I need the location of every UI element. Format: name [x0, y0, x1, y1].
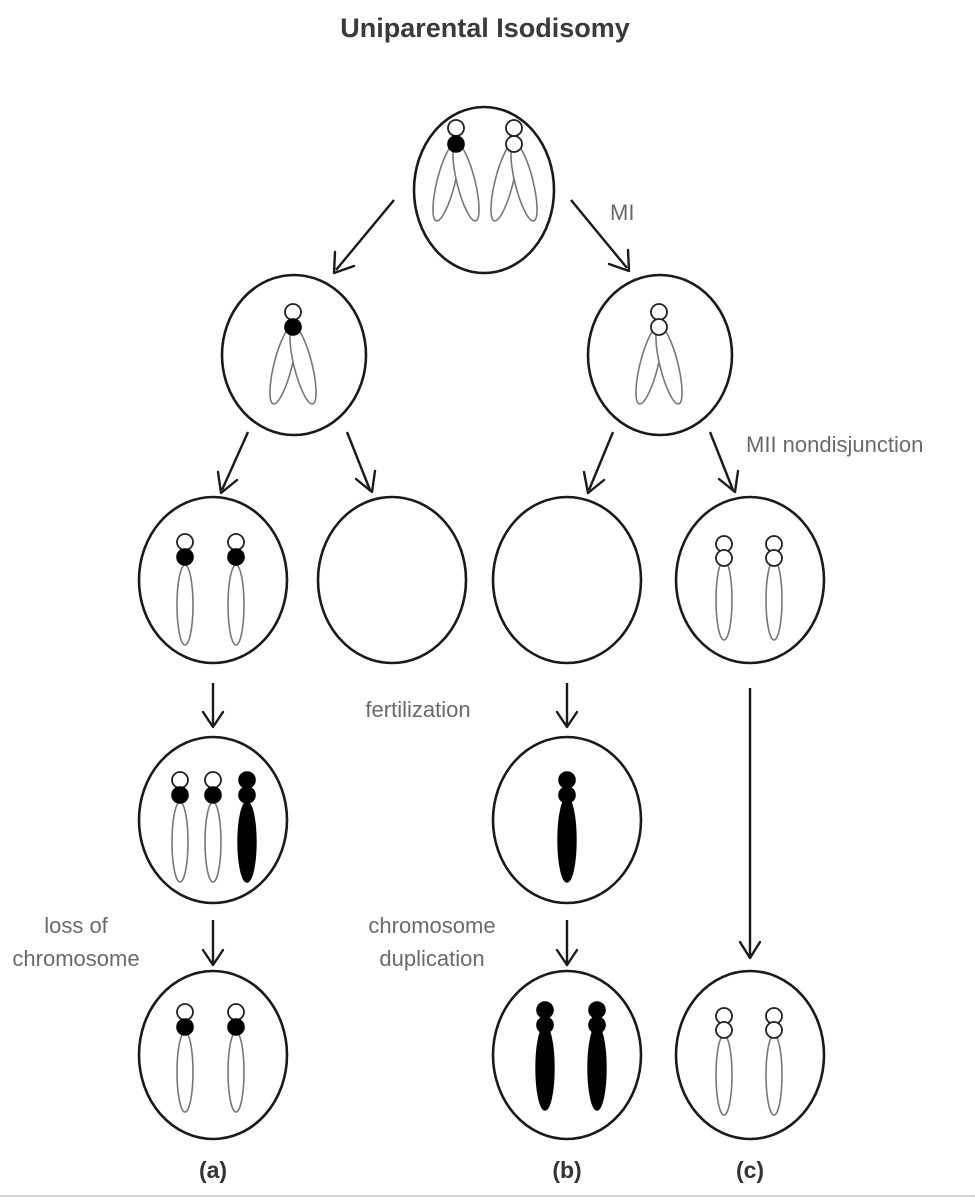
arrows: [201, 199, 762, 967]
centromere-open: [227, 1003, 245, 1021]
gamete-cell-nullisomic-a: [316, 495, 468, 665]
label-mii-nondisjunction: MII nondisjunction: [746, 432, 923, 457]
arrow-chromosome-duplication: [555, 920, 579, 967]
centromere-open: [715, 549, 733, 567]
centromere-open: [176, 1003, 194, 1021]
arrow-loss-of-chromosome: [201, 920, 225, 967]
paternal-chromosome: [237, 801, 257, 883]
cell-outline: [137, 495, 289, 665]
centromere-filled: [588, 1016, 606, 1034]
centromere-filled: [447, 135, 465, 153]
label-chromosome-duplication-line1: chromosome: [368, 913, 495, 938]
centromere-open: [650, 318, 668, 336]
diagram-title: Uniparental Isodisomy: [340, 13, 630, 43]
paternal-chromosome: [587, 1025, 607, 1111]
centromere-filled: [558, 786, 576, 804]
centromere-filled: [536, 1001, 554, 1019]
arrow-fertilization-b: [555, 683, 579, 729]
paternal-chromosome: [535, 1025, 555, 1111]
arrow-mii-left-2: [345, 431, 377, 494]
outcome-cell-b: [491, 969, 643, 1141]
centromere-open: [650, 303, 668, 321]
label-chromosome-duplication-line2: duplication: [379, 946, 484, 971]
cell-outline: [137, 969, 289, 1141]
arrow-mii-right-2: [708, 431, 740, 494]
centromere-filled: [558, 771, 576, 789]
bivalent-chromosome-right: [490, 119, 538, 222]
centromere-filled: [238, 771, 256, 789]
cell-outline: [674, 495, 826, 665]
mi-daughter-cell-right: [586, 273, 734, 437]
paternal-chromosome: [557, 797, 577, 883]
trisomic-zygote-a: [137, 735, 289, 905]
arrow-mi-left: [332, 199, 395, 275]
centromere-filled: [284, 318, 302, 336]
arrow-mii-right-1: [582, 431, 615, 495]
centromere-filled: [176, 1018, 194, 1036]
cell-outline: [491, 495, 643, 665]
centromere-open: [765, 549, 783, 567]
arrow-fertilization-c: [738, 688, 762, 960]
centromere-filled: [171, 786, 189, 804]
gamete-cell-nullisomic-b: [491, 495, 643, 665]
outcome-label-b: (b): [552, 1157, 581, 1183]
centromere-filled: [227, 1018, 245, 1036]
gamete-cell-disomic-a: [137, 495, 289, 665]
centromere-open: [204, 771, 222, 789]
centromere-open: [176, 533, 194, 551]
arrow-mi-right: [570, 199, 631, 273]
outcome-cell-a: [137, 969, 289, 1141]
outcome-cell-c: [674, 969, 826, 1141]
bottom-divider: [0, 1195, 975, 1197]
centromere-open: [765, 1021, 783, 1039]
mi-daughter-cell-left: [220, 273, 368, 437]
centromere-open: [505, 119, 523, 137]
parent-cell: [412, 105, 556, 275]
centromere-filled: [227, 548, 245, 566]
centromere-filled: [238, 786, 256, 804]
label-mi: MI: [610, 200, 634, 225]
cell-outline: [674, 969, 826, 1141]
bivalent-chromosome-left: [432, 119, 480, 222]
centromere-open: [227, 533, 245, 551]
label-fertilization: fertilization: [365, 697, 470, 722]
cell-outline: [491, 969, 643, 1141]
centromere-filled: [536, 1016, 554, 1034]
outcome-label-a: (a): [199, 1157, 227, 1183]
centromere-open: [715, 1021, 733, 1039]
centromere-filled: [204, 786, 222, 804]
centromere-open: [447, 119, 465, 137]
arrow-mii-left-1: [216, 431, 250, 495]
centromere-filled: [588, 1001, 606, 1019]
centromere-open: [284, 303, 302, 321]
label-loss-of-chromosome-line2: chromosome: [12, 946, 139, 971]
monosomic-zygote-b: [491, 735, 643, 905]
label-loss-of-chromosome-line1: loss of: [44, 913, 108, 938]
centromere-filled: [176, 548, 194, 566]
outcome-label-c: (c): [736, 1157, 764, 1183]
gamete-cell-disomic-c: [674, 495, 826, 665]
cell-outline: [316, 495, 468, 665]
centromere-open: [505, 135, 523, 153]
centromere-open: [171, 771, 189, 789]
arrow-fertilization-a: [201, 683, 225, 729]
